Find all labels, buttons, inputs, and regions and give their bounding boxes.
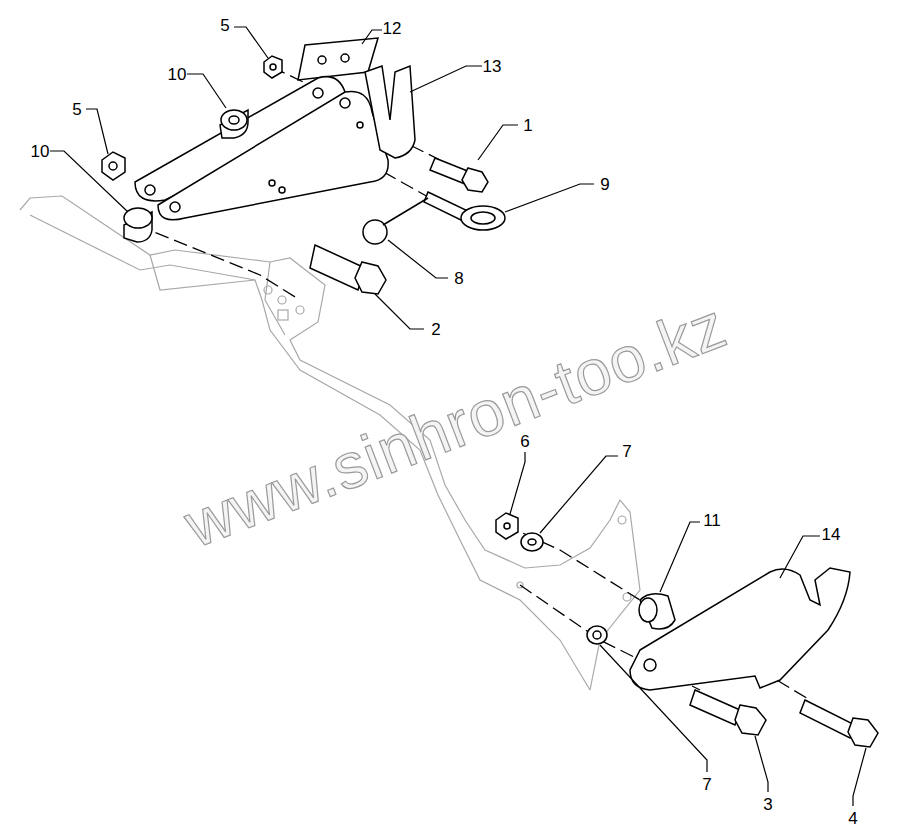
callout-number: 13 <box>483 58 502 75</box>
callout-number: 7 <box>702 776 711 793</box>
callout-number: 12 <box>383 20 402 37</box>
callout-number: 8 <box>454 270 463 287</box>
callout-number: 1 <box>523 117 532 134</box>
callout-number: 5 <box>72 101 81 118</box>
callout-number: 11 <box>703 512 721 529</box>
callout-number: 10 <box>168 66 187 83</box>
center-lines <box>137 67 810 700</box>
callout-number: 3 <box>763 796 772 813</box>
callout-number: 6 <box>520 433 529 450</box>
callout-number: 7 <box>622 443 631 460</box>
leader-lines <box>50 27 866 806</box>
callout-number: 5 <box>220 17 229 34</box>
callout-number: 2 <box>431 321 440 338</box>
parts <box>102 38 878 747</box>
watermark: www.sinhron-too.kz <box>176 292 734 557</box>
callout-number: 9 <box>600 176 609 193</box>
callout-number: 10 <box>31 143 50 160</box>
callout-number: 14 <box>822 526 841 543</box>
callout-number: 4 <box>848 810 857 827</box>
